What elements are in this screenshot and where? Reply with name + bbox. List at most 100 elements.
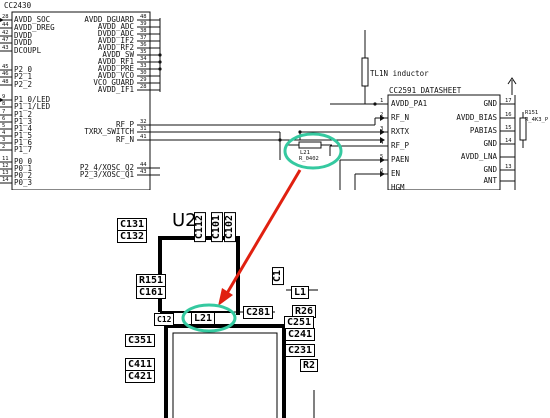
cc2430-rf-pin-name: TXRX_SWITCH (84, 127, 134, 136)
cc2430-right-pin-number: 39 (140, 21, 147, 27)
cc2430-left-pin-name: DCOUPL (14, 46, 42, 55)
l1-label: L1 (291, 286, 310, 299)
cc2430-right-pin-name: AVDD_PRE (97, 64, 134, 73)
cc2430-right-pin-number: 37 (140, 35, 147, 41)
c12-label: C12 (154, 313, 175, 326)
l21-ref-label: L21 (300, 150, 310, 156)
cc2430-left-pin-number: 2 (2, 144, 6, 150)
c132-label: C132 (117, 230, 148, 243)
cc2430-left-pin-number: 14 (2, 177, 9, 183)
cc2591-left-pin-number: 5 (380, 154, 384, 160)
cc2591-left-pin-name: AVDD_PA1 (391, 99, 428, 108)
cc2430-right-pin-number: 34 (140, 56, 147, 62)
cc2430-right-pin-name: AVDD_VCO (97, 71, 134, 80)
cc2591-left-pin-name: EN (391, 169, 401, 178)
c1-label: C1 (272, 267, 284, 286)
cc2430-part-name: CC2430 (4, 1, 32, 10)
cc2430-right-pin-number: 36 (140, 42, 147, 48)
cc2430-left-pin-number: 4 (2, 130, 6, 136)
c281-label: C281 (243, 306, 274, 319)
cc2430-left-pin-number: 43 (2, 45, 9, 51)
cc2430-left-pin-name: P1_4 (14, 124, 33, 133)
cc2430-left-pin-number: 5 (2, 123, 6, 129)
cc2591-right-pin-name: GND (483, 165, 497, 174)
tl1n-label: TL1N inductor (370, 69, 429, 78)
cc2430-left-pin-name: P1_1/LED (14, 102, 51, 111)
cc2591-right-pin-name: GND (483, 99, 497, 108)
cc2591-right-pin-number: 17 (505, 98, 512, 104)
r26-label: R26 (292, 305, 317, 318)
cc2430-left-pin-name: P0_1 (14, 164, 33, 173)
l21-label: L21 (191, 312, 216, 325)
cc2430-xosc-pin-name: P2_4/XOSC_Q2 (79, 163, 134, 172)
layout-highlight-ellipse (181, 303, 237, 333)
cc2430-right-pin-name: AVDD_RF2 (97, 43, 134, 52)
cc2430-left-pin-name: AVDD_SOC (14, 15, 51, 24)
cc2430-left-pin-name: P0_0 (14, 157, 33, 166)
cc2430-rf-pin-number: 32 (140, 119, 147, 125)
lower-ic-outline (164, 324, 286, 418)
cc2430-right-pin-name: AVDD_IF2 (97, 36, 134, 45)
cc2591-left-pin-number: 2 (380, 112, 384, 118)
cc2430-right-pin-name: AVDD_DGUARD (84, 15, 134, 24)
cc2430-rf-pin-number: 41 (140, 134, 147, 140)
cc2430-left-pin-name: DVDD (14, 31, 33, 40)
c351-label: C351 (125, 334, 156, 347)
cc2430-left-pin-name: DVDD (14, 38, 33, 47)
cc2591-right-pin-name: PABIAS (469, 126, 497, 135)
cc2591-left-pin-name: RF_N (391, 113, 410, 122)
cc2591-right-pin-number: 16 (505, 112, 512, 118)
cc2430-right-pin-name: AVDD_SW (102, 50, 134, 59)
cc2430-left-pin-name: P0_2 (14, 171, 33, 180)
c112-label: C112 (194, 212, 206, 243)
cc2430-left-pin-name: P1_6 (14, 138, 33, 147)
cc2430-rf-pin-number: 31 (140, 126, 147, 132)
u2-ref-label: U2 (172, 210, 197, 231)
cc2430-right-pin-number: 33 (140, 63, 147, 69)
cc2591-right-pin-name: AVDD_BIAS (456, 113, 497, 122)
schematic-highlight-ellipse (283, 132, 343, 170)
cc2591-right-pin-name: AVDD_LNA (460, 152, 497, 161)
cc2591-part-name: CC2591_DATASHEET (389, 86, 462, 95)
cc2430-right-pin-name: AVDD_ADC (97, 22, 134, 31)
cc2430-xosc-pin-number: 44 (140, 162, 147, 168)
c421-label: C421 (125, 370, 156, 383)
cc2430-left-pin-name: P2_0 (14, 65, 33, 74)
r2-label: R2 (300, 359, 319, 372)
cc2591-right-pin-name: ANT (483, 176, 497, 185)
cc2430-left-pin-name: P1_2 (14, 110, 33, 119)
cc2430-left-pin-number: 44 (2, 22, 9, 28)
cc2430-body (11, 11, 151, 190)
c161-label: C161 (136, 286, 167, 299)
cc2430-right-pin-number: 30 (140, 70, 147, 76)
cc2430-left-pin-number: 48 (2, 79, 9, 85)
c102-label: C102 (224, 212, 236, 243)
cc2430-left-pin-name: P0_3 (14, 178, 33, 187)
cc2430-right-pin-name: DVDD_ADC (97, 29, 134, 38)
cc2430-left-pin-name: P1_3 (14, 117, 33, 126)
cc2430-right-pin-name: AVDD_RF1 (97, 57, 134, 66)
cc2430-xosc-pin-name: P2_3/XOSC_Q1 (79, 170, 134, 179)
cc2430-right-pin-name: VCO_GUARD (93, 78, 134, 87)
cc2430-left-pin-name: P2_2 (14, 80, 33, 89)
cc2430-left-pin-lines (0, 19, 12, 184)
cc2430-rf-pin-name: RF_P (115, 120, 134, 129)
cc2430-left-pin-name: P1_7 (14, 145, 33, 154)
l21-value-label: R_0402 (299, 156, 319, 162)
c101-label: C101 (211, 212, 223, 243)
cc2430-left-pin-number: 9 (2, 94, 6, 100)
cc2430-left-pin-number: 3 (2, 137, 6, 143)
cc2591-body (387, 94, 501, 190)
cc2591-right-pin-number: 13 (505, 164, 512, 170)
cc2430-right-pin-number: 38 (140, 28, 147, 34)
cc2430-left-pin-name: P1_5 (14, 131, 33, 140)
cc2430-left-pin-name: P2_1 (14, 72, 33, 81)
cc2430-left-pin-number: 45 (2, 64, 9, 70)
cc2591-left-pin-number: 6 (380, 168, 384, 174)
schematic-diagram (0, 11, 527, 190)
cc2430-left-pin-number: 6 (2, 116, 6, 122)
cc2591-right-pin-lines (500, 77, 517, 190)
cc2430-right-pin-number: 28 (140, 84, 147, 90)
c241-label: C241 (285, 328, 316, 341)
cc2591-right-pin-number: 14 (505, 138, 512, 144)
